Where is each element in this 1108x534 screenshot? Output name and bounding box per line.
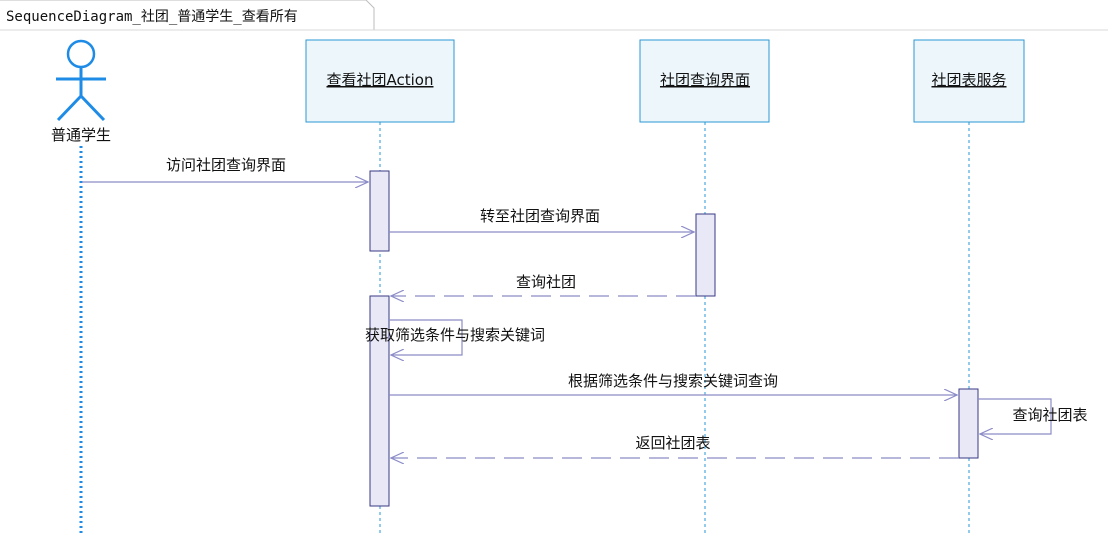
message-get-filter-self[interactable]: 获取筛选条件与搜索关键词 — [365, 319, 545, 355]
activation-bar — [695, 213, 716, 297]
lifeline-box — [639, 39, 770, 123]
lifeline-label: 社团查询界面 — [660, 71, 750, 89]
message-label: 转至社团查询界面 — [480, 207, 600, 225]
lifeline-action[interactable]: 查看社团Action — [305, 39, 455, 534]
actor-student[interactable]: 普通学生 — [51, 39, 111, 144]
message-query-table-self[interactable]: 查询社团表 — [978, 398, 1088, 434]
lifeline-box — [913, 39, 1025, 123]
activation-bar — [369, 295, 390, 507]
stick-figure-icon — [56, 39, 106, 122]
lifeline-query-ui[interactable]: 社团查询界面 — [639, 39, 770, 534]
message-label: 访问社团查询界面 — [166, 156, 286, 174]
frame-tab: SequenceDiagram_社团_普通学生_查看所有 — [0, 0, 1108, 31]
lifeline-box — [305, 39, 455, 123]
message-goto-query-ui[interactable]: 转至社团查询界面 — [389, 207, 694, 232]
lifeline-table-service[interactable]: 社团表服务 — [913, 39, 1025, 534]
message-query-by-filter[interactable]: 根据筛选条件与搜索关键词查询 — [389, 372, 957, 395]
message-visit-query-ui[interactable]: 访问社团查询界面 — [82, 156, 368, 182]
message-label: 获取筛选条件与搜索关键词 — [365, 326, 545, 344]
message-return-table[interactable]: 返回社团表 — [391, 434, 959, 458]
message-label: 返回社团表 — [635, 434, 710, 452]
message-label: 查询社团表 — [1012, 406, 1087, 424]
activation-bar — [958, 388, 979, 459]
lifeline-label: 社团表服务 — [931, 71, 1006, 89]
message-label: 查询社团 — [516, 273, 576, 291]
lifeline-label: 查看社团Action — [327, 71, 434, 89]
message-label: 根据筛选条件与搜索关键词查询 — [568, 372, 778, 390]
frame-title: SequenceDiagram_社团_普通学生_查看所有 — [6, 9, 298, 25]
activation-bar — [369, 170, 390, 252]
actor-label: 普通学生 — [51, 126, 111, 144]
message-query-club-return[interactable]: 查询社团 — [391, 273, 696, 296]
